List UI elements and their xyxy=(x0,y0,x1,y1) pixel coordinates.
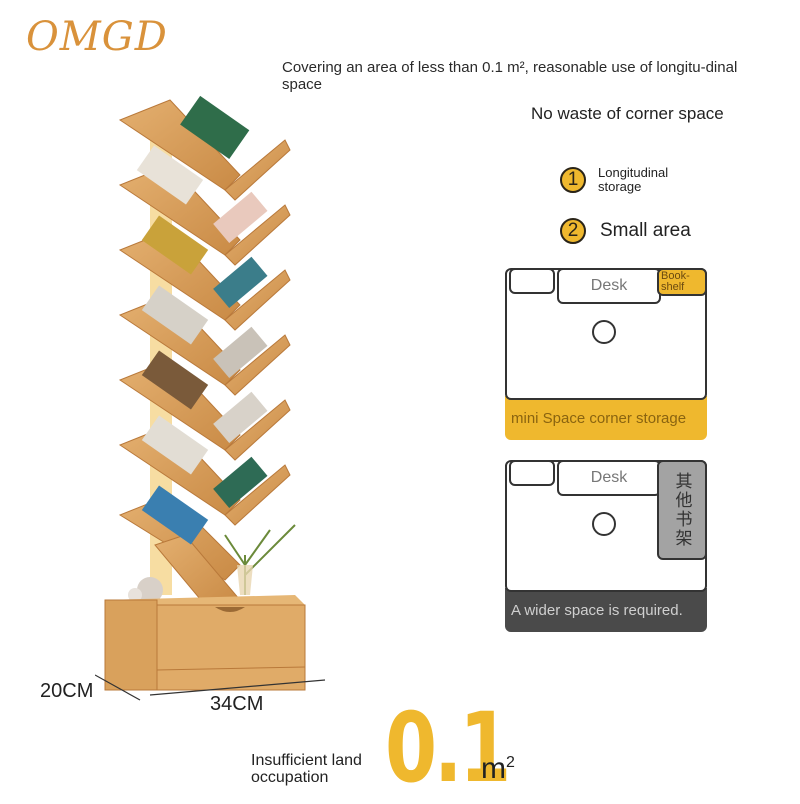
room-outline: Desk Book-shelf xyxy=(505,268,707,400)
feature-longitudinal-storage: 1 Longitudinal storage xyxy=(560,166,688,194)
room-outline: Desk 其他书架 xyxy=(505,460,707,592)
footprint-label: Insufficient land occupation xyxy=(251,752,362,786)
feature-label: Longitudinal storage xyxy=(598,165,669,194)
chair-icon xyxy=(592,320,616,344)
shelf-label: 其他书架 xyxy=(672,472,692,548)
feature-label: Small area xyxy=(600,220,691,241)
brand-logo: OMGD xyxy=(26,14,168,60)
number-badge-1: 1 xyxy=(560,167,586,193)
subheadline: No waste of corner space xyxy=(531,104,724,123)
bookshelf-block: Book-shelf xyxy=(657,268,707,296)
furniture-block xyxy=(509,268,555,294)
headline: Covering an area of less than 0.1 m², re… xyxy=(282,59,738,93)
floor-plan-other-bookshelf: Desk 其他书架 A wider space is required. xyxy=(505,460,707,632)
desk: Desk xyxy=(557,268,661,304)
other-bookshelf-block: 其他书架 xyxy=(657,460,707,560)
desk: Desk xyxy=(557,460,661,496)
plan-caption: mini Space corner storage xyxy=(505,396,707,440)
floor-plan-corner-storage: Desk Book-shelf mini Space corner storag… xyxy=(505,268,707,440)
tree-bookshelf-illustration xyxy=(95,95,326,701)
feature-small-area: 2 Small area xyxy=(560,218,691,244)
footprint-value: 0.1 xyxy=(385,692,511,804)
width-dimension: 34CM xyxy=(210,693,264,715)
depth-dimension: 20CM xyxy=(40,680,94,702)
number-badge-2: 2 xyxy=(560,218,586,244)
chair-icon xyxy=(592,512,616,536)
plan-caption: A wider space is required. xyxy=(505,588,707,632)
footprint-unit: m2 xyxy=(481,752,515,785)
furniture-block xyxy=(509,460,555,486)
